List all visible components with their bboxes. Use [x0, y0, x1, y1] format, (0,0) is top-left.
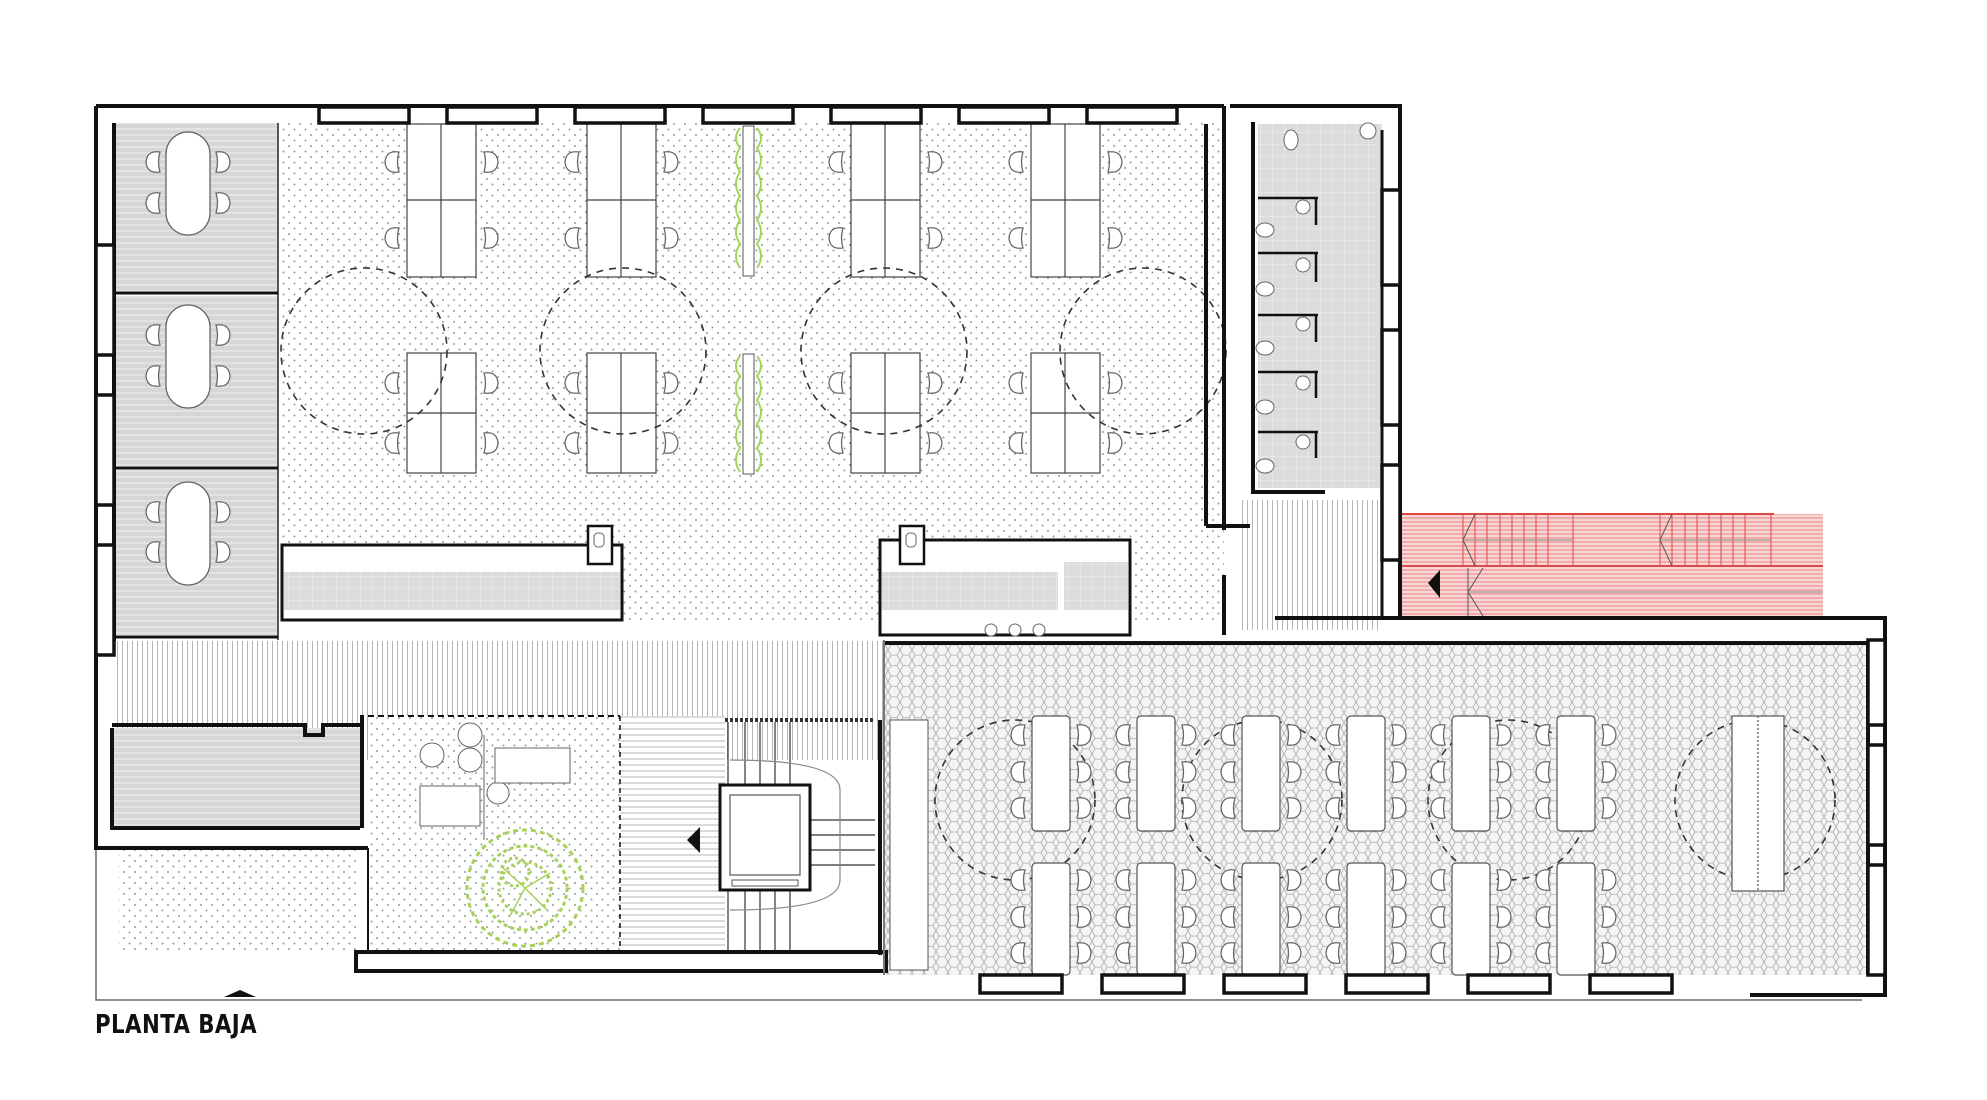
desk-cluster	[406, 352, 477, 474]
desk-cluster	[586, 123, 657, 278]
service-block-right	[878, 524, 1132, 637]
desk-cluster	[406, 123, 477, 278]
meeting-tables	[165, 131, 211, 586]
windows-top	[317, 105, 1179, 125]
toilet-icons	[1255, 122, 1377, 474]
dining-counter	[889, 719, 929, 971]
desk-cluster	[1030, 123, 1101, 278]
restroom-stalls	[1258, 196, 1318, 458]
desk-cluster	[586, 352, 657, 474]
service-block-left	[280, 524, 624, 622]
dining-tables	[1031, 715, 1785, 976]
turning-circles	[280, 267, 1227, 435]
north-arrow-icon	[224, 990, 256, 997]
plan-title: PLANTA BAJA	[95, 1010, 258, 1040]
tree-icon	[465, 828, 585, 948]
windows-left	[94, 243, 116, 657]
restroom-vestibule	[1238, 500, 1382, 630]
stair-core	[718, 718, 875, 952]
terrace-floor	[119, 847, 359, 951]
storage-room	[114, 728, 360, 828]
planter-strips	[735, 125, 762, 475]
desk-cluster	[1030, 352, 1101, 474]
stair-landing	[620, 716, 725, 952]
ramp-details	[1400, 513, 1823, 617]
courtyard-furniture	[419, 722, 571, 840]
stair-direction-arrow-icon	[687, 827, 700, 853]
courtyard-floor	[368, 716, 620, 952]
windows-bottom	[978, 973, 1674, 995]
desk-cluster	[850, 123, 921, 278]
desk-cluster	[850, 352, 921, 474]
desk-clusters	[406, 123, 1101, 474]
windows-right	[1380, 188, 1887, 977]
restrooms-floor	[1258, 124, 1382, 488]
entrance-arrow-icon	[1428, 570, 1440, 598]
